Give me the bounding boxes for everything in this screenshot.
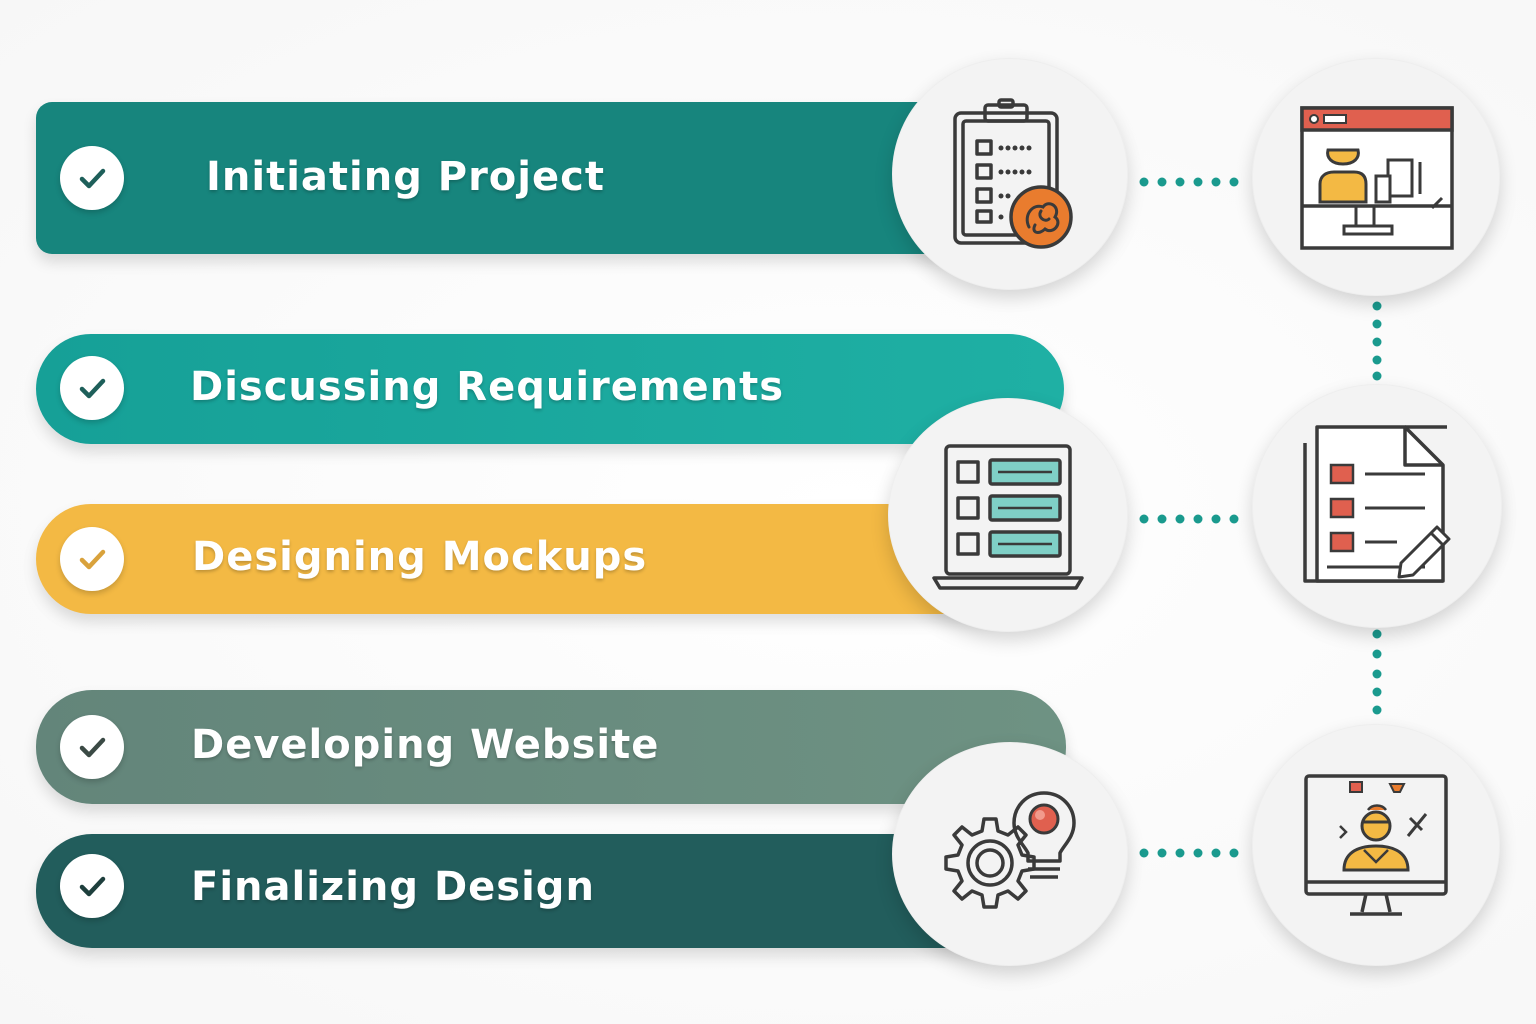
- icon-circle-designing: [888, 398, 1128, 632]
- icon-circle-browser: [1252, 58, 1500, 296]
- step-bar-designing-mockups: Designing Mockups: [36, 504, 1036, 614]
- document-checklist-pencil-icon: [1303, 425, 1451, 583]
- checkmark-icon: [79, 876, 106, 897]
- monitor-character-icon: [1304, 774, 1448, 916]
- step-bar-finalizing-design: Finalizing Design: [36, 834, 1036, 948]
- step-label: Designing Mockups: [192, 534, 648, 580]
- connector-dots-vertical-1: [1372, 301, 1382, 381]
- connector-dots-3: [1139, 848, 1239, 858]
- check-badge: [60, 146, 124, 210]
- laptop-wireframe-icon: [932, 444, 1084, 590]
- icon-circle-document: [1252, 384, 1502, 628]
- step-bar-initiating-project: Initiating Project: [36, 102, 1036, 254]
- step-bar-discussing-requirements: Discussing Requirements: [36, 334, 1064, 444]
- checkmark-icon: [79, 549, 106, 570]
- step-bar-developing-website: Developing Website: [36, 690, 1066, 804]
- icon-circle-initiating: [892, 58, 1128, 290]
- step-label: Developing Website: [191, 722, 660, 768]
- check-badge: [60, 356, 124, 420]
- connector-dots-vertical-2: [1372, 629, 1382, 715]
- checkmark-icon: [79, 737, 106, 758]
- icon-circle-finalizing: [892, 742, 1128, 966]
- step-label: Initiating Project: [206, 154, 605, 200]
- connector-dots-2: [1139, 514, 1239, 524]
- check-badge: [60, 527, 124, 591]
- gear-lightbulb-icon: [944, 791, 1076, 909]
- connector-dots-1: [1139, 177, 1239, 187]
- browser-workspace-icon: [1300, 106, 1454, 250]
- icon-circle-monitor: [1252, 724, 1500, 966]
- check-badge: [60, 854, 124, 918]
- checkmark-icon: [79, 168, 106, 189]
- checkmark-icon: [79, 378, 106, 399]
- clipboard-checklist-icon: [953, 98, 1073, 249]
- step-label: Discussing Requirements: [190, 364, 785, 410]
- step-label: Finalizing Design: [191, 864, 595, 910]
- check-badge: [60, 715, 124, 779]
